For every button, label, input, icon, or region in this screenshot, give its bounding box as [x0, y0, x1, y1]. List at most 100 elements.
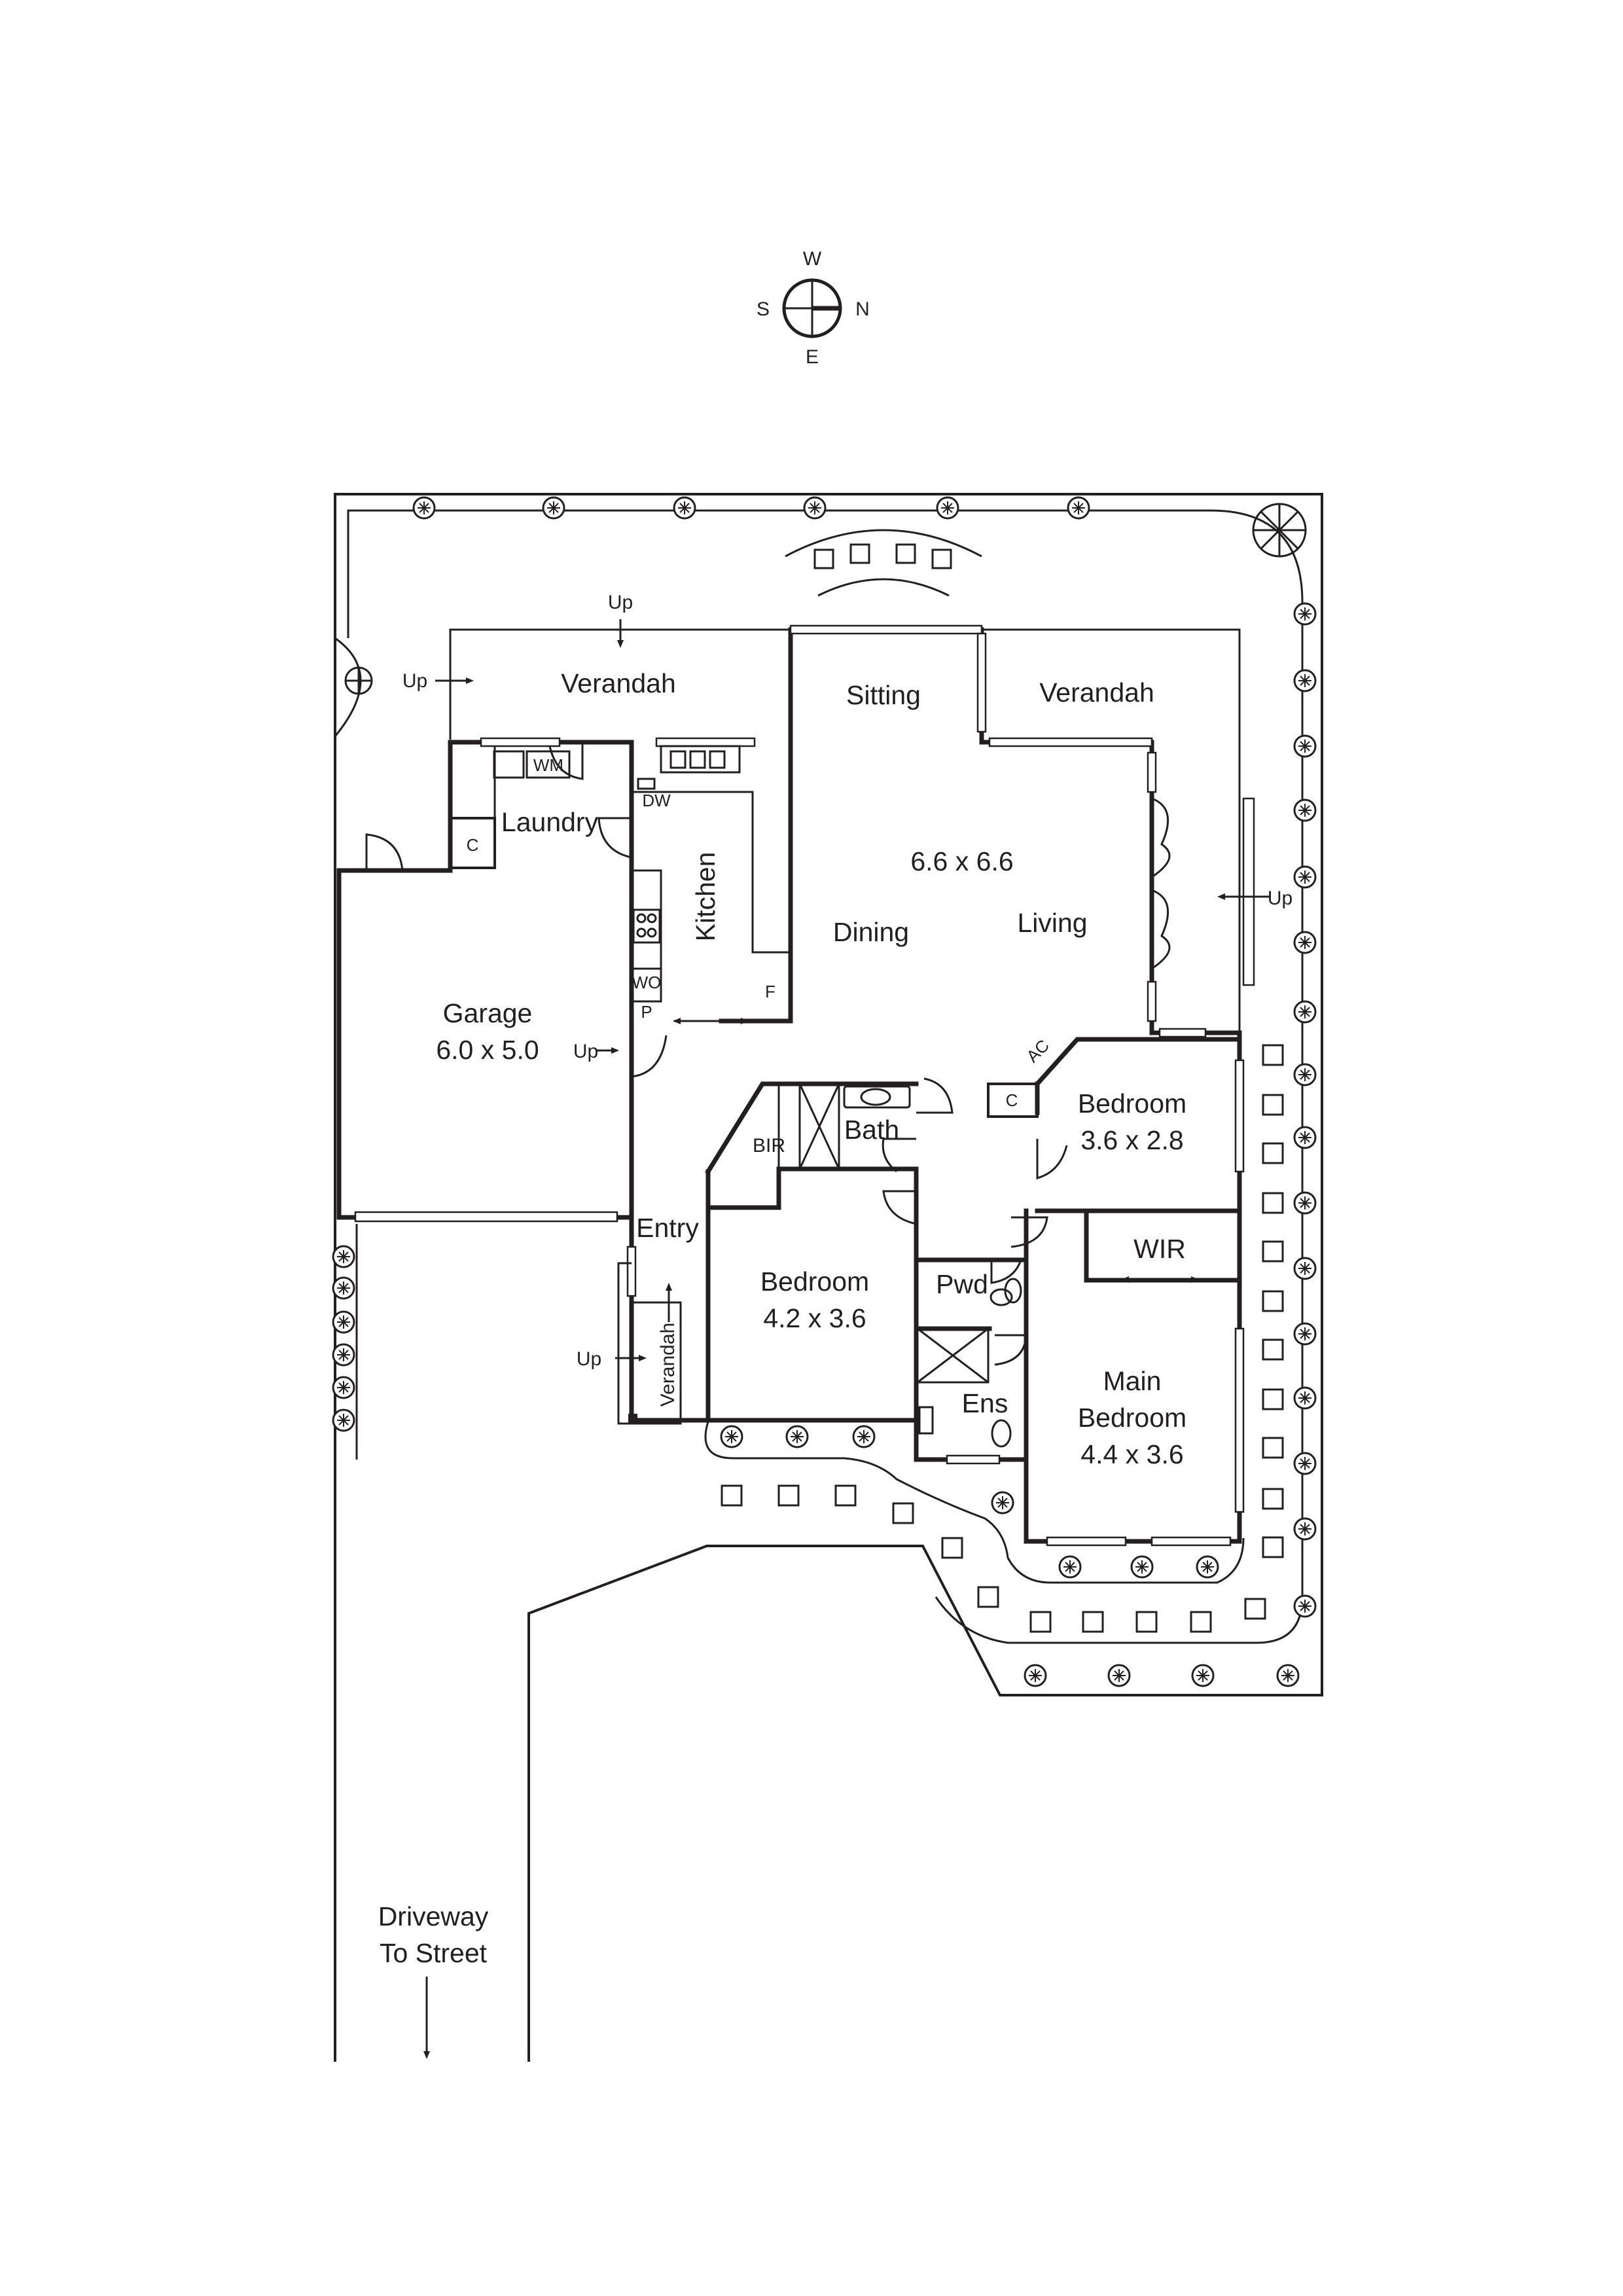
shrub-icon [332, 1245, 355, 1268]
compass-icon [782, 278, 842, 338]
label-dining: Dining [833, 917, 909, 947]
compass-e: E [806, 346, 819, 368]
compass-s: S [757, 298, 770, 320]
label-bir: BIR [753, 1135, 785, 1157]
tree-icon [1252, 503, 1307, 558]
paver [1262, 1536, 1284, 1558]
pwd-basin-icon [1004, 1278, 1022, 1304]
label-kitchen: Kitchen [690, 852, 721, 942]
compass-w: W [803, 248, 822, 270]
label-living-dims: 6.6 x 6.6 [910, 846, 1013, 876]
paver [1244, 1598, 1266, 1620]
label-main-bedroom-1: Main [1103, 1366, 1162, 1396]
pwd-toilet-icon [990, 1288, 1013, 1306]
label-up-entry: Up [577, 1348, 601, 1370]
shrub-icon [936, 496, 959, 520]
label-driveway-1: Driveway [378, 1901, 489, 1931]
shrub-icon [1276, 1664, 1300, 1687]
label-sitting: Sitting [846, 680, 921, 710]
doors [365, 742, 1171, 1366]
shrub-icon [1293, 1000, 1317, 1024]
pergola [785, 529, 982, 597]
label-verandah-right: Verandah [1039, 677, 1154, 708]
shrub-icon [1024, 1664, 1047, 1687]
paver [1262, 1290, 1284, 1312]
label-bedroom-small: Bedroom [1078, 1088, 1186, 1119]
paver [1190, 1611, 1212, 1633]
label-verandah-top: Verandah [561, 668, 676, 698]
entry-verandah [617, 1262, 682, 1425]
shrub-icon [1293, 602, 1317, 626]
paver [941, 1537, 963, 1559]
label-bedroom-mid: Bedroom [760, 1266, 869, 1297]
paver [834, 1484, 857, 1507]
shrub-icon [412, 496, 436, 520]
laundry-fixtures [493, 750, 571, 779]
ens-basin-icon [918, 1406, 934, 1435]
shrub-icon [1058, 1555, 1082, 1579]
windows [354, 624, 1255, 1547]
shrub-icon [1067, 496, 1090, 520]
label-ens: Ens [962, 1388, 1008, 1418]
label-ac: AC [1022, 1035, 1053, 1066]
paving-stones [721, 1044, 1284, 1633]
compass-n: N [855, 298, 870, 320]
label-wm: WM [533, 755, 563, 775]
cooktop-icon [632, 908, 661, 944]
garden-bed [704, 1421, 1245, 1584]
paver [1029, 1611, 1052, 1633]
shrub-icon [1293, 1517, 1317, 1541]
shrub-icon [1293, 1063, 1317, 1086]
shrub-icon [332, 1343, 355, 1367]
shrub-icon [1293, 1452, 1317, 1475]
shrub-icon [1293, 865, 1317, 889]
shrub-icon [332, 1408, 355, 1432]
label-bedroom-small-dims: 3.6 x 2.8 [1080, 1125, 1183, 1155]
label-driveway-2: To Street [380, 1938, 488, 1968]
label-bedroom-mid-dims: 4.2 x 3.6 [763, 1303, 866, 1333]
shrub-icon [991, 1491, 1014, 1515]
shrub-icon [332, 1376, 355, 1399]
label-dw: DW [642, 791, 671, 810]
shrub-icon [332, 1310, 355, 1334]
label-bath: Bath [844, 1115, 899, 1145]
paver [1262, 1488, 1284, 1510]
shrub-icon [1196, 1555, 1219, 1579]
shrub-icon [1293, 1322, 1317, 1346]
paver [1082, 1611, 1104, 1633]
label-laundry: Laundry [501, 807, 599, 837]
label-main-bedroom-2: Bedroom [1078, 1403, 1186, 1433]
sliding-door-arrows [673, 1018, 1199, 1283]
bath-basin-icon [843, 1085, 911, 1109]
label-verandah-entry: Verandah [657, 1323, 679, 1407]
shrub-icon [1130, 1555, 1154, 1579]
paver [892, 1502, 914, 1524]
label-pwd: Pwd [936, 1269, 988, 1299]
label-up-right: Up [1268, 888, 1293, 909]
shrub-icon [1293, 734, 1317, 758]
shrub-icon [1293, 1386, 1317, 1410]
label-garage-dims: 6.0 x 5.0 [436, 1035, 539, 1065]
lot-boundary [334, 493, 1323, 2062]
shrub-icon [1293, 669, 1317, 692]
label-entry: Entry [636, 1213, 699, 1243]
paver [1262, 1240, 1284, 1263]
shrub-icon [720, 1425, 743, 1448]
label-up-left: Up [402, 670, 427, 692]
paver [721, 1484, 743, 1507]
label-up-garage: Up [573, 1041, 598, 1062]
step-arrows [423, 619, 1270, 2059]
shrub-icon [1293, 1191, 1317, 1215]
paver [1262, 1437, 1284, 1459]
label-c-hall: C [1006, 1090, 1018, 1110]
paver [1262, 1338, 1284, 1361]
dishwasher-icon [637, 778, 656, 790]
shrub-icon [1293, 931, 1317, 954]
shrub-icon [1191, 1664, 1215, 1687]
shrub-icon [1293, 1257, 1317, 1280]
paver [977, 1586, 999, 1608]
shrub-icon [803, 496, 827, 520]
shrub-icon [852, 1425, 876, 1448]
kitchen-sink-icon [660, 745, 741, 774]
